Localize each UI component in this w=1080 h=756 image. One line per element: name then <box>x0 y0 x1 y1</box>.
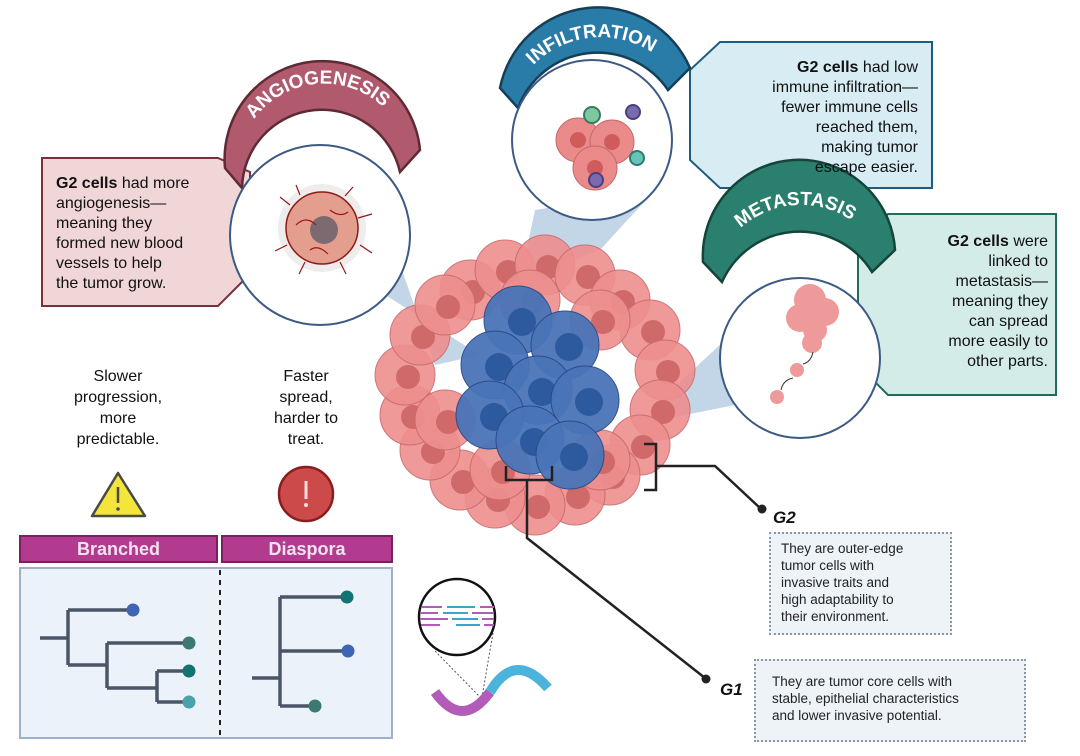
cell-nucleus <box>436 295 460 319</box>
branched-tag: Branched <box>19 535 218 563</box>
g2-description-box: They are outer-edge tumor cells with inv… <box>769 532 952 635</box>
infiltration-description-bold: G2 cells had low <box>797 59 918 76</box>
line: tumor cells with <box>781 558 875 573</box>
line: more easily to <box>948 333 1048 350</box>
cell-nucleus <box>591 310 615 334</box>
branched-node <box>182 664 196 678</box>
g2-bracket-leader <box>644 442 761 509</box>
line: metastasis— <box>955 273 1048 290</box>
infiltration-description: G2 cells had low immune infiltration— fe… <box>772 58 918 178</box>
cell-nucleus <box>641 320 665 344</box>
g1-leader-dot <box>701 674 711 684</box>
g2-leader-dot <box>757 504 767 514</box>
g1-bracket-leader <box>504 466 706 679</box>
line: They are tumor core cells with <box>772 674 953 689</box>
g1-label: G1 <box>720 680 743 699</box>
line: Faster <box>283 368 329 385</box>
blood-vessel-cell-icon <box>274 184 373 275</box>
line: invasive traits and <box>781 575 890 590</box>
line: can spread <box>968 313 1048 330</box>
angiogenesis-description-bold: G2 cells had more <box>56 175 190 192</box>
cell-nucleus <box>411 325 435 349</box>
line: their environment. <box>781 609 890 624</box>
g2-label: G2 <box>773 508 796 527</box>
line: other parts. <box>967 353 1048 370</box>
cell-nucleus <box>485 353 513 381</box>
cell-nucleus <box>436 410 460 434</box>
alert-circle-icon <box>277 465 335 523</box>
line: spread, <box>279 389 333 406</box>
diaspora-tag: Diaspora <box>221 535 393 563</box>
angiogenesis-description: G2 cells had more angiogenesis— meaning … <box>56 174 189 294</box>
line: They are outer-edge <box>781 541 904 556</box>
cell-nucleus <box>656 360 680 384</box>
cell-nucleus <box>508 308 536 336</box>
line: harder to <box>273 410 339 427</box>
line: Slower <box>93 368 143 385</box>
cell-nucleus <box>575 388 603 416</box>
cell-nucleus <box>651 400 675 424</box>
line: making tumor <box>821 139 918 156</box>
tree-panel <box>19 567 393 739</box>
cell-nucleus <box>566 485 590 509</box>
line: stable, epithelial characteristics <box>772 691 959 706</box>
line: angiogenesis— <box>56 195 167 212</box>
metastasis-cluster-icon <box>770 284 839 404</box>
cell-nucleus <box>560 443 588 471</box>
branched-node <box>126 603 140 617</box>
line: meaning they <box>951 293 1048 310</box>
cell-nucleus <box>631 435 655 459</box>
line: fewer immune cells <box>781 99 918 116</box>
line: meaning they <box>56 215 153 232</box>
metastasis-description-bold: G2 cells were <box>947 233 1049 250</box>
angiogenesis-banner <box>223 59 422 192</box>
cell-nucleus <box>576 265 600 289</box>
warning-triangle-icon <box>90 471 147 518</box>
cell-nucleus <box>555 333 583 361</box>
sequencing-reads-icon <box>417 577 552 716</box>
cell-nucleus <box>526 495 550 519</box>
branched-node <box>182 695 196 709</box>
diaspora-tree <box>252 595 347 708</box>
line: escape easier. <box>814 159 918 176</box>
line: the tumor grow. <box>56 275 167 292</box>
metastasis-description: G2 cells were linked to metastasis— mean… <box>948 232 1049 372</box>
g1-description-box: They are tumor core cells with stable, e… <box>754 659 1026 742</box>
immune-infiltration-icon <box>555 104 645 191</box>
line: treat. <box>287 431 325 448</box>
infiltration-text-box <box>689 41 933 189</box>
branched-tree <box>40 608 188 704</box>
cell-nucleus <box>396 365 420 389</box>
diaspora-note: Faster spread, harder to treat. <box>256 366 356 450</box>
line: reached them, <box>815 119 918 136</box>
line: high adaptability to <box>781 592 894 607</box>
line: predictable. <box>76 431 160 448</box>
diaspora-node <box>341 644 355 658</box>
line: and lower invasive potential. <box>772 708 942 723</box>
line: more <box>99 410 137 427</box>
tumor-mass <box>374 234 696 536</box>
metastasis-magnifier <box>719 277 881 439</box>
line: linked to <box>988 253 1048 270</box>
diaspora-node <box>340 590 354 604</box>
line: immune infiltration— <box>772 79 918 96</box>
line: formed new blood <box>56 235 184 252</box>
metastasis-banner <box>701 158 897 285</box>
branched-note: Slower progression, more predictable. <box>58 366 178 450</box>
diaspora-node <box>308 699 322 713</box>
branched-node <box>182 636 196 650</box>
cell-nucleus <box>528 378 556 406</box>
cell-nucleus <box>451 470 475 494</box>
infiltration-banner <box>498 6 692 111</box>
line: vessels to help <box>56 255 162 272</box>
line: progression, <box>73 389 163 406</box>
